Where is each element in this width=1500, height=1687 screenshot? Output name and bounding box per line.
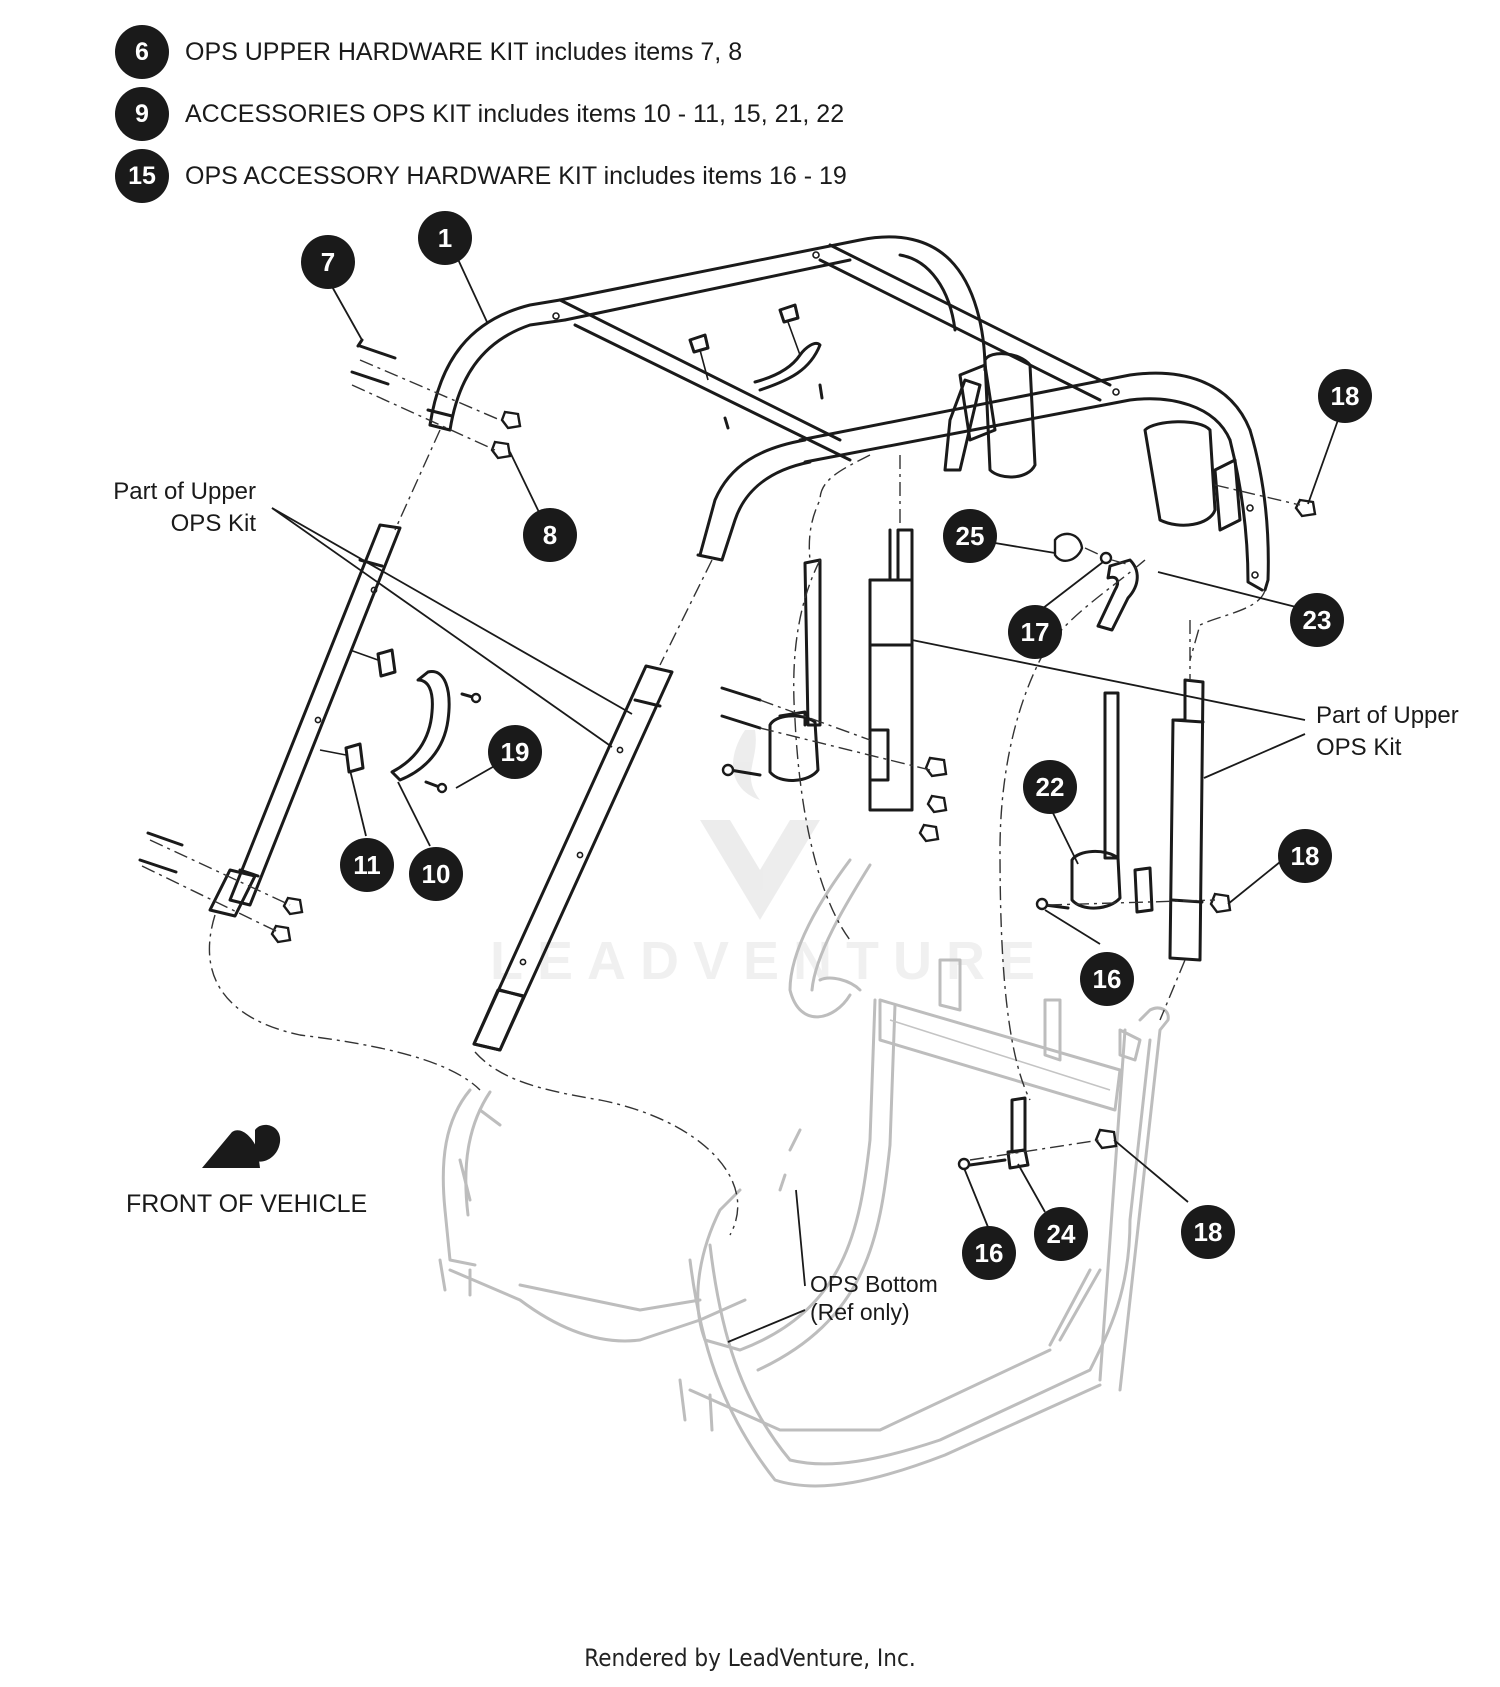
callout-line: OPS Kit xyxy=(170,510,256,537)
svg-text:19: 19 xyxy=(501,737,530,767)
item-badge: 22 xyxy=(1023,760,1077,814)
item-badge: 23 xyxy=(1290,593,1344,647)
svg-text:16: 16 xyxy=(975,1238,1004,1268)
left-front-posts xyxy=(138,338,674,1052)
callout-line: OPS Bottom xyxy=(810,1271,938,1297)
upper-ops-kit-label-right: Part of Upper OPS Kit xyxy=(1316,700,1459,764)
item-badge: 25 xyxy=(943,509,997,563)
svg-text:10: 10 xyxy=(422,859,451,889)
kit-legend-row: 9 ACCESSORIES OPS KIT includes items 10 … xyxy=(115,86,844,142)
svg-text:11: 11 xyxy=(353,850,381,880)
leader-lines xyxy=(271,241,1339,1343)
item-badge: 10 xyxy=(409,847,463,901)
callout-line: (Ref only) xyxy=(810,1299,910,1325)
item-badge: 18 xyxy=(1181,1205,1235,1259)
item-badges: 1 7 8 18 25 17 23 19 11 10 22 18 16 24 1… xyxy=(301,211,1372,1280)
upper-ops-kit-label-left: Part of Upper OPS Kit xyxy=(80,476,256,540)
roof-frame xyxy=(426,235,1270,592)
kit-description: OPS UPPER HARDWARE KIT includes items 7,… xyxy=(185,37,743,66)
item-badge: 16 xyxy=(1080,952,1134,1006)
kit-badge: 6 xyxy=(115,25,169,79)
svg-text:22: 22 xyxy=(1036,772,1065,802)
svg-text:18: 18 xyxy=(1291,841,1320,871)
footer-credit: Rendered by LeadVenture, Inc. xyxy=(584,1644,916,1672)
callout-line: Part of Upper xyxy=(113,478,256,505)
callout-line: Part of Upper xyxy=(1316,702,1459,729)
svg-text:17: 17 xyxy=(1021,617,1050,647)
svg-text:25: 25 xyxy=(956,521,985,551)
svg-text:7: 7 xyxy=(321,247,335,277)
kit-description: OPS ACCESSORY HARDWARE KIT includes item… xyxy=(185,161,847,190)
item-badge: 8 xyxy=(523,508,577,562)
item-badge: 19 xyxy=(488,725,542,779)
ops-bottom-label: OPS Bottom (Ref only) xyxy=(810,1270,938,1326)
kit-description: ACCESSORIES OPS KIT includes items 10 - … xyxy=(185,99,845,128)
item-badge: 18 xyxy=(1278,829,1332,883)
item-badge: 17 xyxy=(1008,605,1062,659)
item-badge: 11 xyxy=(340,838,394,892)
assembly-reference-lines xyxy=(141,359,1301,1236)
item-badge: 24 xyxy=(1034,1207,1088,1261)
front-of-vehicle-label: FRONT OF VEHICLE xyxy=(126,1190,368,1218)
callout-line: OPS Kit xyxy=(1316,734,1402,761)
front-direction-arrow xyxy=(202,1124,281,1168)
item-badge: 7 xyxy=(301,235,355,289)
ops-bottom-frame xyxy=(438,858,1170,1488)
svg-text:24: 24 xyxy=(1047,1219,1076,1249)
svg-text:18: 18 xyxy=(1194,1217,1223,1247)
kit-badge: 9 xyxy=(115,87,169,141)
kit-legend-row: 15 OPS ACCESSORY HARDWARE KIT includes i… xyxy=(115,148,847,204)
svg-text:23: 23 xyxy=(1303,605,1332,635)
right-post-assembly xyxy=(957,498,1317,1171)
svg-text:18: 18 xyxy=(1331,381,1360,411)
svg-text:16: 16 xyxy=(1093,964,1122,994)
kit-badge: 15 xyxy=(115,149,169,203)
watermark-logo xyxy=(700,730,820,920)
center-post-assembly xyxy=(720,528,1139,843)
item-badge: 18 xyxy=(1318,369,1372,423)
item-badge: 1 xyxy=(418,211,472,265)
svg-text:8: 8 xyxy=(543,520,557,550)
item-badge: 16 xyxy=(962,1226,1016,1280)
kit-legend-row: 6 OPS UPPER HARDWARE KIT includes items … xyxy=(115,24,742,80)
svg-text:1: 1 xyxy=(438,223,452,253)
